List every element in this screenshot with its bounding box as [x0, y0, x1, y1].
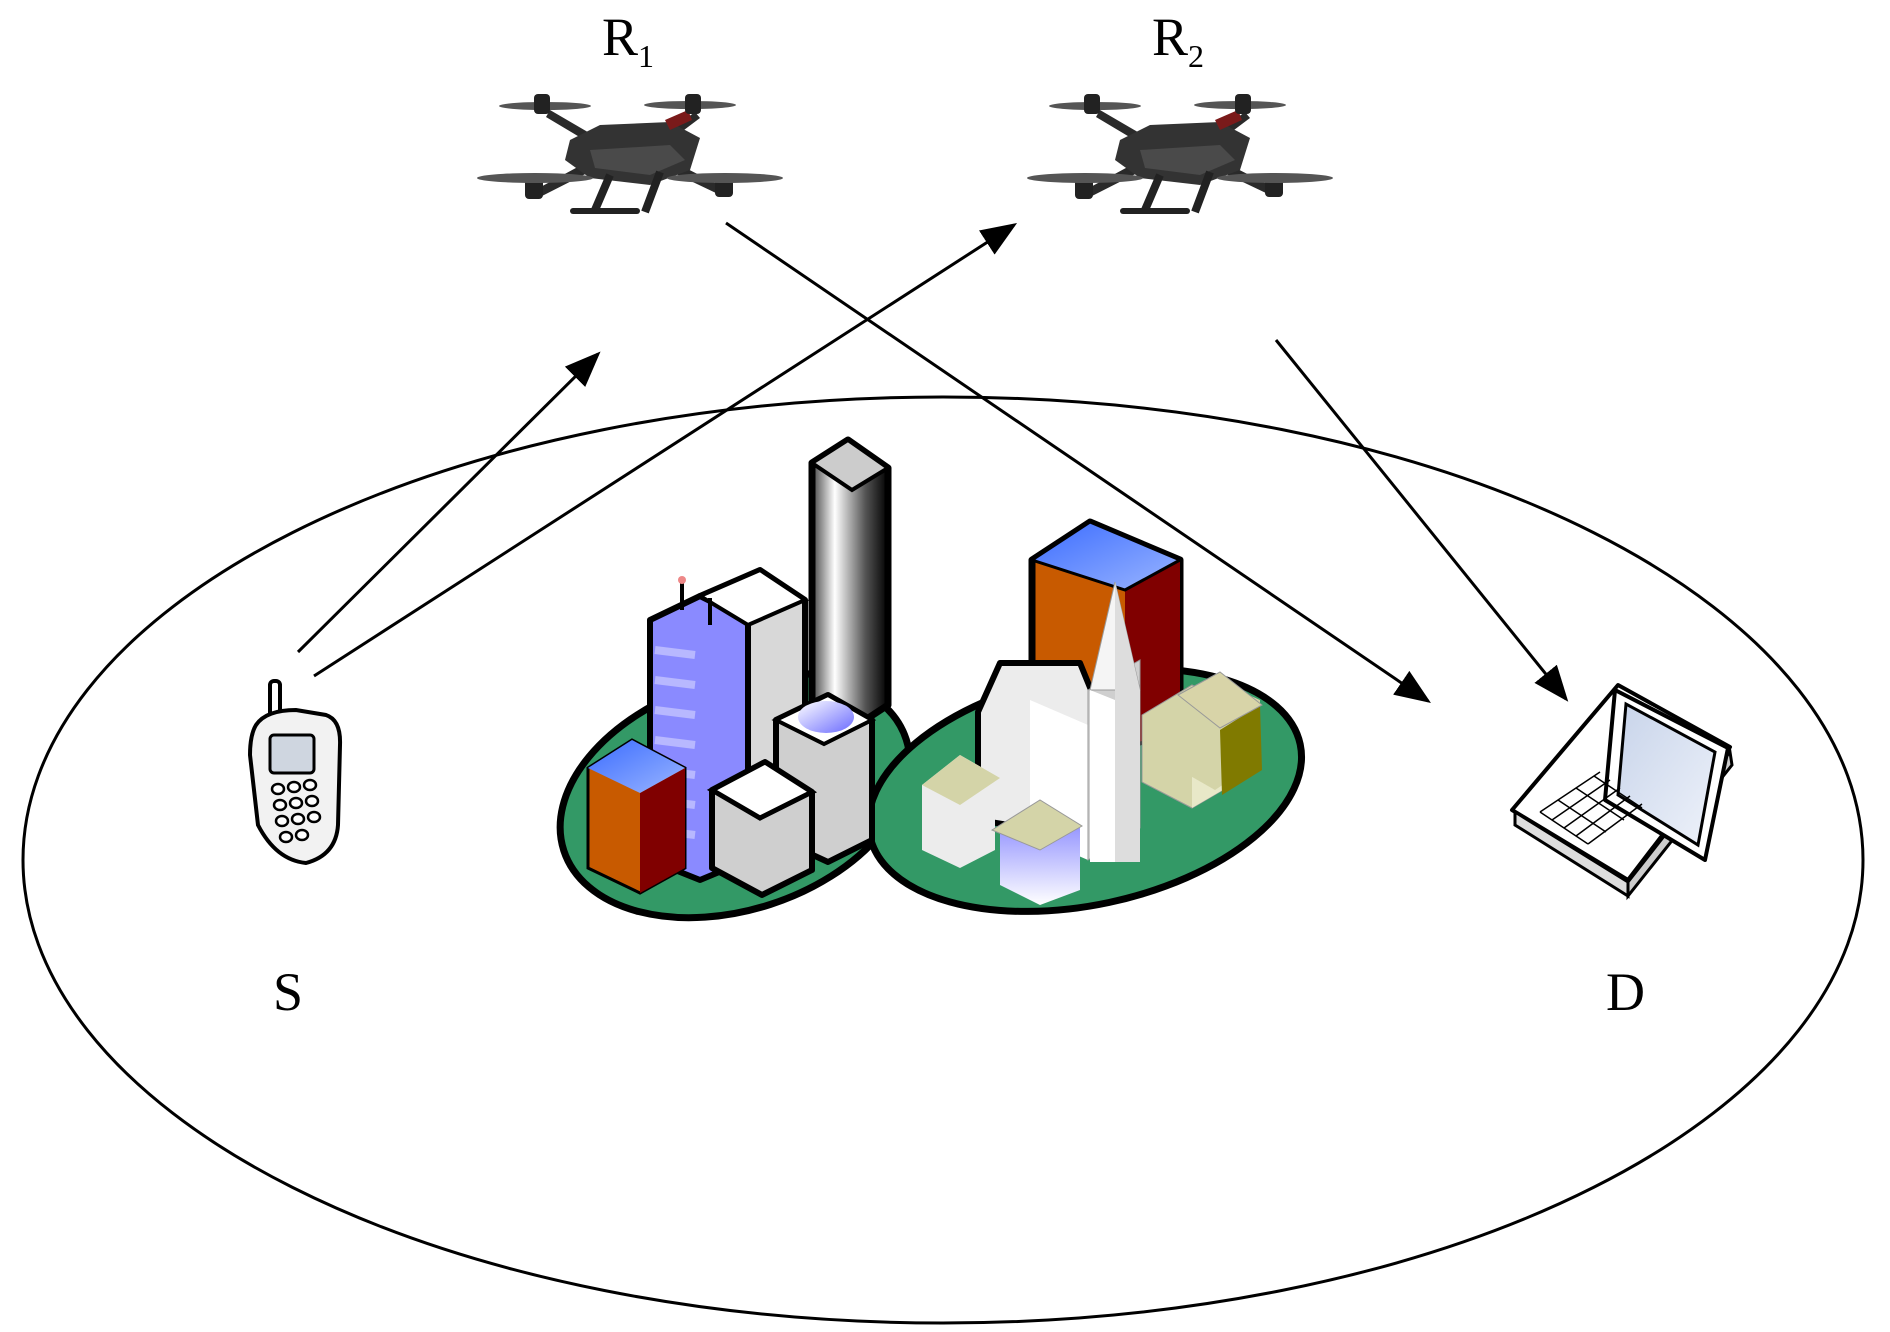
link-source-relay2: [313, 223, 1018, 678]
node-labels: R1 R2 S D: [273, 7, 1645, 1022]
laptop-icon: [1510, 683, 1734, 901]
link-source-relay1: [296, 351, 601, 654]
destination-label: D: [1606, 962, 1645, 1022]
link-relay2-destination: [1274, 339, 1569, 702]
city-buildings-icon: [556, 436, 1306, 922]
relay2-label: R2: [1152, 7, 1204, 74]
coverage-area: [21, 395, 1865, 1325]
source-label: S: [273, 962, 303, 1022]
relay2-subscript: 2: [1188, 38, 1204, 74]
drone-icon: [477, 94, 783, 214]
link-relay1-destination: [725, 221, 1431, 704]
relay1-label: R1: [602, 7, 654, 74]
links: [296, 221, 1569, 704]
mobile-phone-icon: [247, 679, 343, 866]
relay1-subscript: 1: [638, 38, 654, 74]
drone-icon: [1027, 94, 1333, 214]
